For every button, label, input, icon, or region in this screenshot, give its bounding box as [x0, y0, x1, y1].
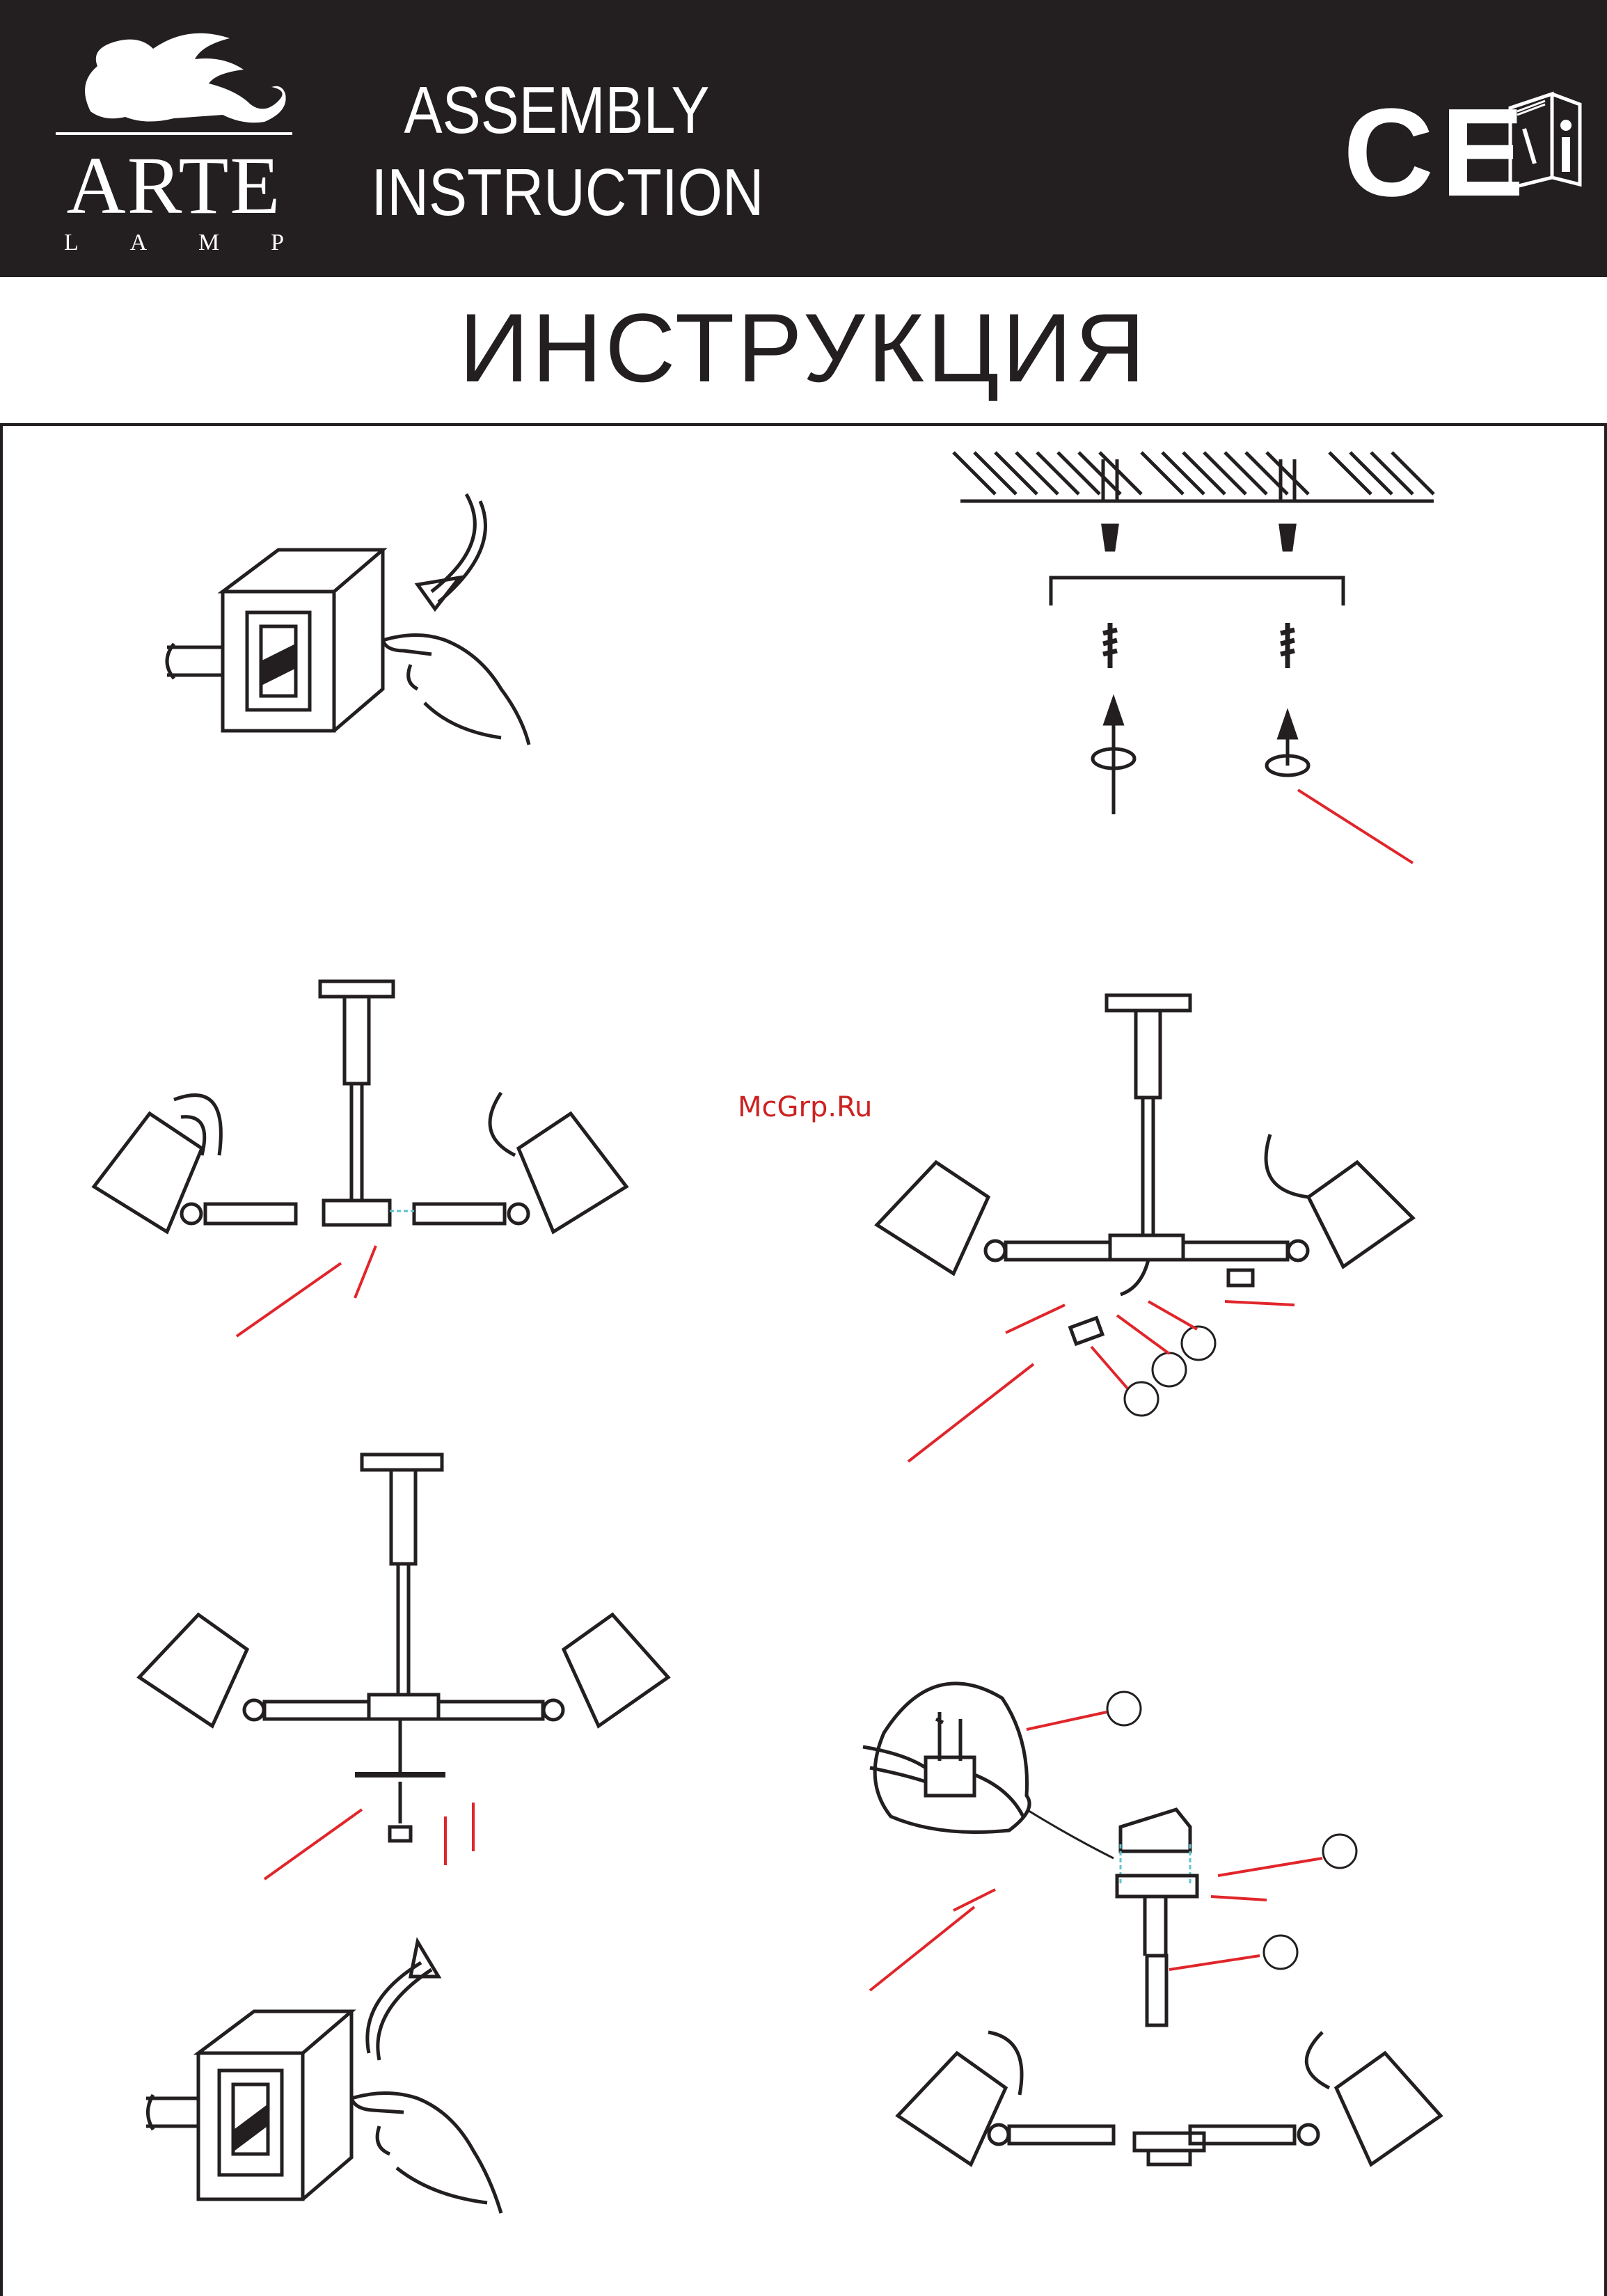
griffin-logo-icon — [49, 28, 299, 132]
curved-arrow-icon — [367, 1942, 438, 2060]
step-switch-on — [139, 1928, 529, 2220]
arte-lamp-logo: ARTE L A M P — [49, 28, 299, 258]
callout-circle — [1323, 1835, 1356, 1868]
pointer-arrow — [1298, 790, 1413, 863]
screw-anchor-icon — [1103, 525, 1295, 550]
rotate-arrow-icon — [1093, 699, 1308, 814]
hand-icon — [351, 2093, 501, 2214]
screw-icon — [1103, 623, 1295, 668]
subtitle-ru: ИНСТРУКЦИЯ — [0, 299, 1607, 397]
manual-info-icon — [1503, 87, 1587, 191]
power-switch-icon — [167, 550, 383, 731]
step-ceiling-mount — [947, 445, 1448, 877]
curved-arrow-icon — [418, 494, 486, 609]
callout-circle — [1125, 1382, 1158, 1416]
pointer-arrow — [237, 1246, 376, 1336]
mounting-bracket — [1051, 578, 1343, 605]
step-install-canopy — [132, 1448, 675, 1893]
terminal-block-icon — [863, 1684, 1029, 1832]
step-attach-arms — [84, 974, 640, 1350]
header-bar: ARTE L A M P ASSEMBLY INSTRUCTION CE — [0, 0, 1607, 277]
step-mount-bracket-lamp — [884, 1963, 1455, 2171]
assembly-title: ASSEMBLY INSTRUCTION — [371, 70, 742, 234]
step-wire-connect — [870, 988, 1427, 1475]
hand-icon — [383, 635, 529, 745]
callout-circle — [1153, 1353, 1186, 1386]
logo-brand-sub: L A M P — [56, 230, 292, 256]
power-switch-icon — [146, 2011, 351, 2199]
callout-circle — [1107, 1692, 1141, 1725]
watermark: McGrp.Ru — [738, 1091, 872, 1123]
callout-circle — [1182, 1327, 1215, 1360]
pointer-arrow — [264, 1803, 473, 1879]
canopy-icon — [355, 1719, 445, 1841]
logo-rule — [56, 132, 292, 135]
step-switch-off — [153, 480, 543, 759]
pointer-arrow — [908, 1301, 1295, 1462]
ceiling-hatch — [953, 452, 1434, 501]
logo-brand-name: ARTE — [56, 145, 292, 227]
